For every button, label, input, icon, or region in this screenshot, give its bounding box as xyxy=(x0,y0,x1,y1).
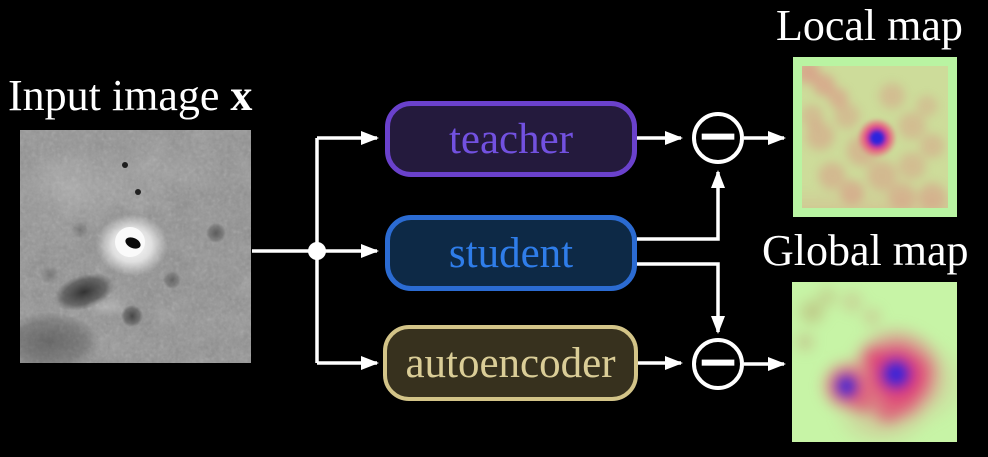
input-image-label-text: Input image xyxy=(8,71,231,120)
input-lunar-image xyxy=(20,130,251,363)
autoencoder-box: autoencoder xyxy=(383,325,638,401)
small-crater-dot xyxy=(135,189,141,195)
local-map-heatmap xyxy=(793,57,957,217)
input-variable-x: x xyxy=(230,71,253,120)
crater-rim-highlight xyxy=(84,297,128,317)
dark-shading xyxy=(20,312,102,363)
dark-crater xyxy=(121,305,143,327)
local-map-interior xyxy=(802,66,948,208)
local-map-label: Local map xyxy=(776,1,963,50)
local-map-anomaly-spot xyxy=(857,118,897,158)
difference-operator-bottom: − xyxy=(692,336,744,390)
student-box: student xyxy=(385,215,637,291)
branch-junction-dot xyxy=(308,242,326,260)
dark-crater xyxy=(163,271,181,289)
dark-crater xyxy=(40,265,60,285)
arrow-student-to-top-diff xyxy=(637,170,725,241)
student-label: student xyxy=(448,229,574,277)
global-map-label: Global map xyxy=(762,226,969,275)
dark-crater xyxy=(206,223,226,243)
teacher-label: teacher xyxy=(448,115,574,163)
teacher-box: teacher xyxy=(385,101,637,177)
arrow-student-to-bottom-diff xyxy=(637,262,725,334)
small-crater-dot xyxy=(122,162,128,168)
autoencoder-label: autoencoder xyxy=(405,339,616,387)
difference-operator-top: − xyxy=(692,110,744,164)
moon-ray-streak xyxy=(110,146,230,198)
global-map-anomaly-blobs xyxy=(792,282,957,442)
crater-shadow-spot xyxy=(125,237,141,249)
input-image-label: Input image x xyxy=(8,74,252,118)
global-map-heatmap xyxy=(792,282,957,442)
dark-crater xyxy=(72,222,88,238)
